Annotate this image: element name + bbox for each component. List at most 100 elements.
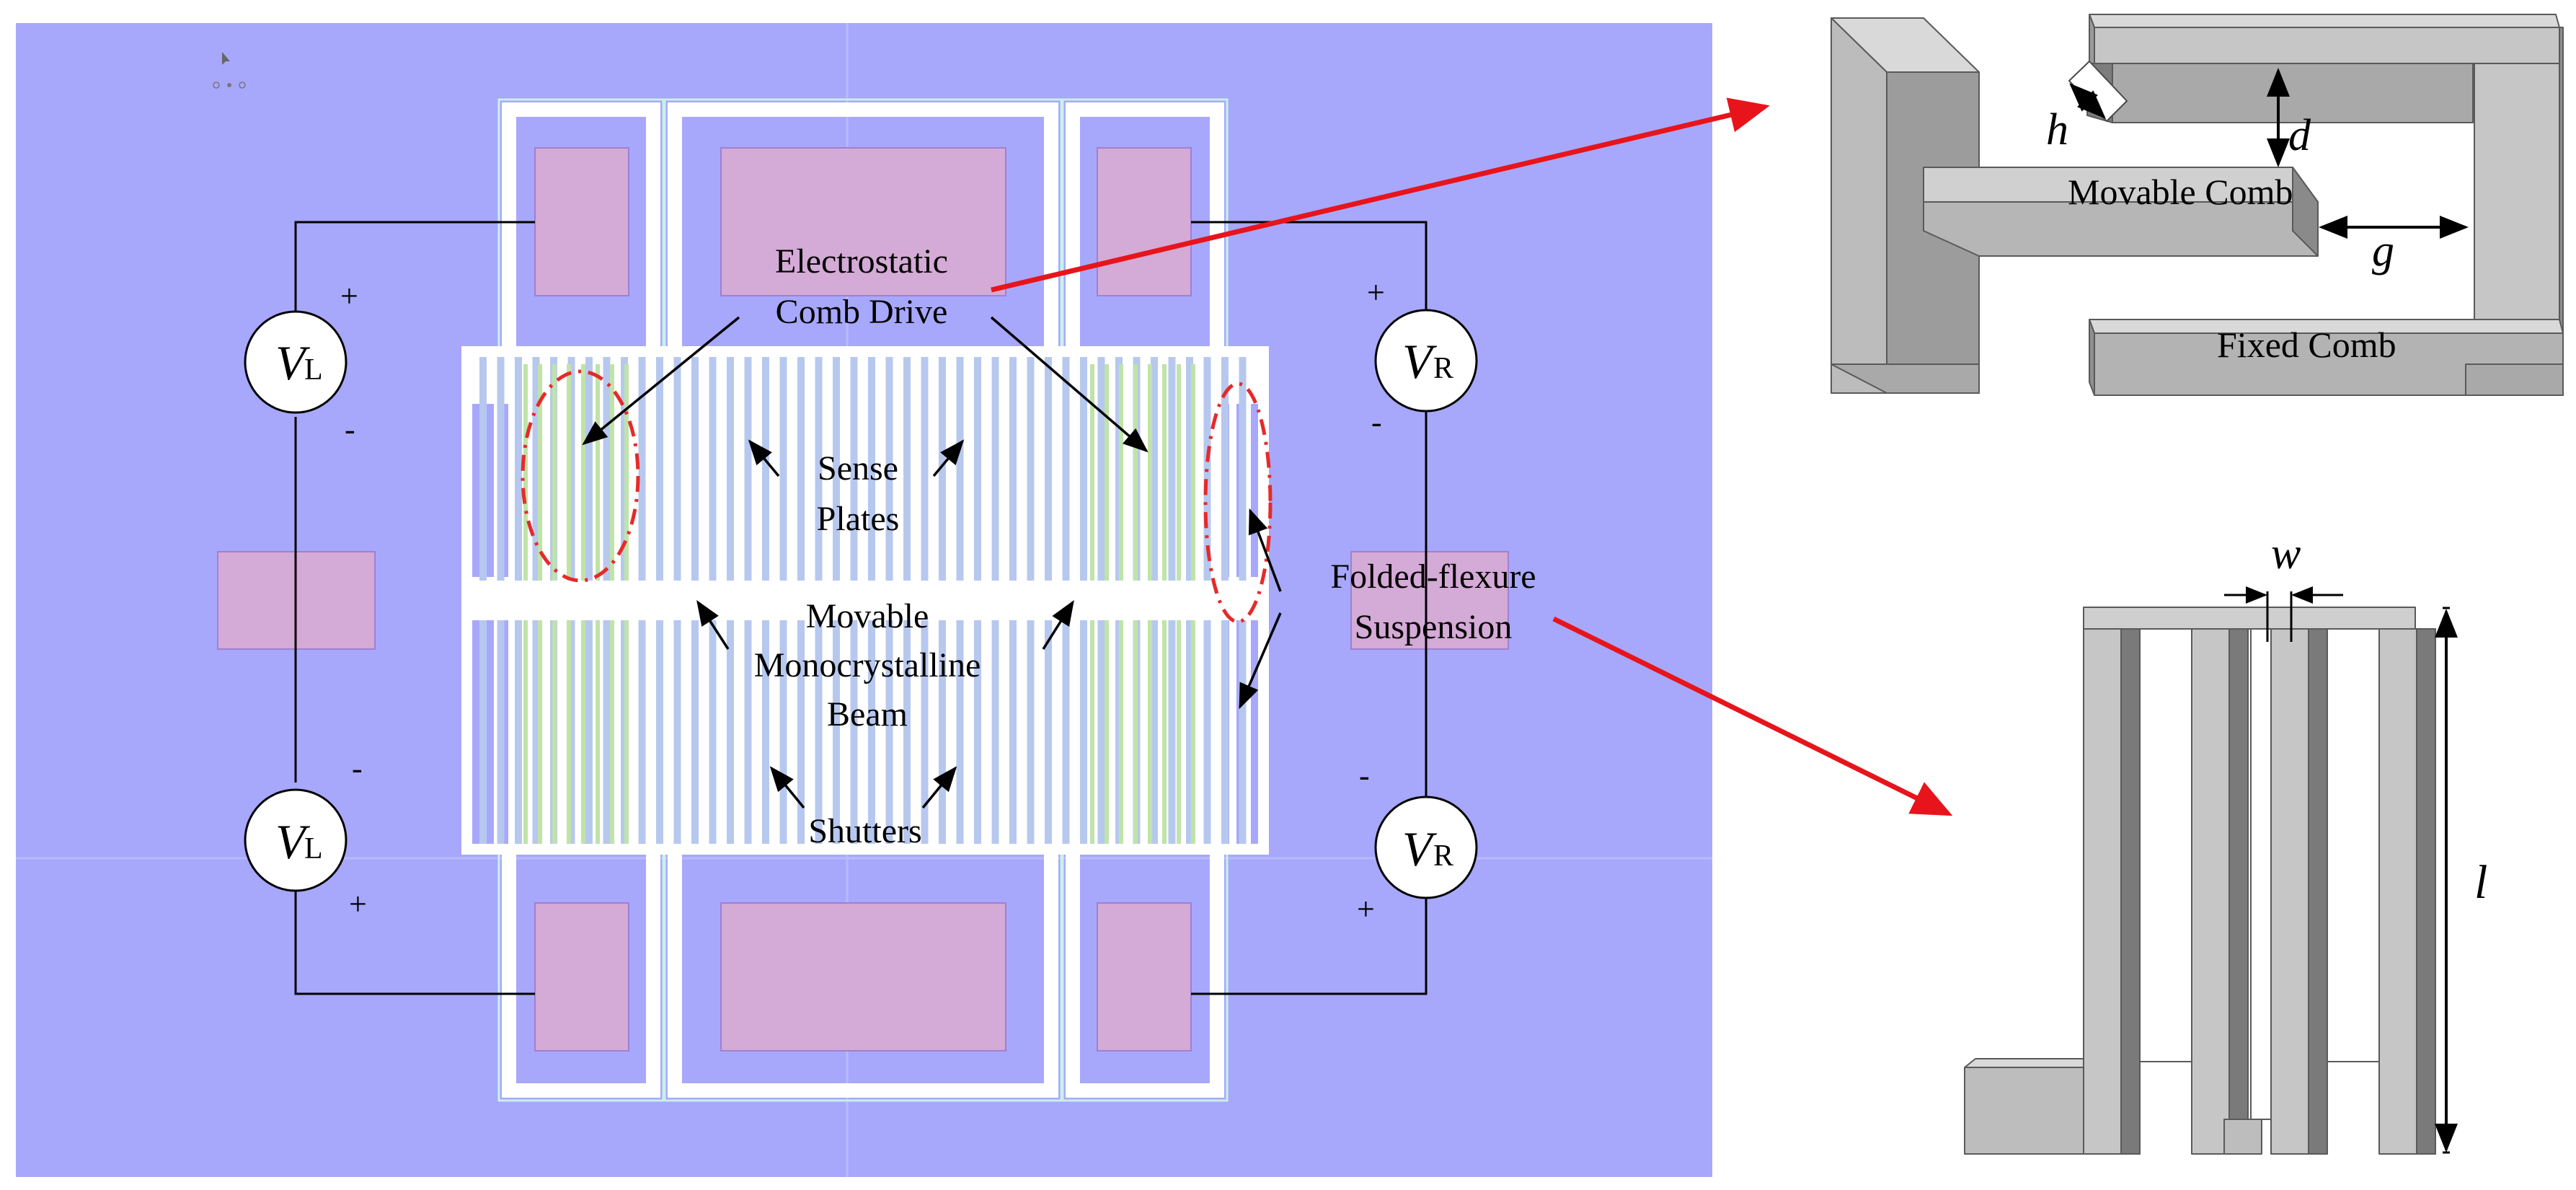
- comb-drive-finger: [538, 620, 542, 844]
- svg-text:R: R: [1433, 839, 1453, 873]
- finger: [567, 357, 575, 581]
- finger: [762, 357, 769, 581]
- comb-drive-finger: [1162, 364, 1167, 581]
- finger: [673, 620, 681, 844]
- comb-drive-finger: [1090, 620, 1094, 844]
- comb-drive-finger: [1177, 364, 1181, 581]
- finger: [939, 620, 946, 844]
- comb-drive-finger: [610, 620, 614, 844]
- comb-drive-finger: [567, 620, 571, 844]
- dim-w-label: w: [2271, 529, 2301, 578]
- comb-drive-finger: [552, 364, 557, 581]
- svg-text:V: V: [1402, 334, 1438, 389]
- comb-drive-finger: [624, 364, 629, 581]
- finger: [479, 357, 487, 581]
- finger: [1097, 620, 1105, 844]
- finger: [515, 357, 522, 581]
- svg-text:-: -: [1359, 758, 1370, 793]
- comb-drive-finger: [523, 620, 528, 844]
- finger: [956, 620, 964, 844]
- comb-drive-finger: [1148, 364, 1152, 581]
- cursor-icon: [213, 52, 246, 89]
- finger: [779, 357, 787, 581]
- finger: [797, 357, 805, 581]
- finger: [1080, 357, 1087, 581]
- finger: [815, 357, 823, 581]
- pad: [1097, 147, 1192, 296]
- pad: [1097, 902, 1192, 1052]
- comb-drive-highlight: [521, 369, 640, 583]
- finger: [1168, 620, 1176, 844]
- svg-text:-: -: [352, 751, 363, 786]
- finger: [603, 620, 611, 844]
- finger: [1009, 357, 1017, 581]
- layout-annotations: Electrostatic Comb Drive Sense Plates Mo…: [754, 242, 1536, 850]
- finger: [1239, 357, 1247, 581]
- movable-comb-label: Movable Comb: [2068, 172, 2293, 212]
- svg-text:+: +: [1367, 275, 1385, 310]
- voltage-source-left-top: V L + -: [244, 278, 358, 447]
- flexure-leg-shadow: [2228, 628, 2249, 1155]
- dim-l-label: l: [2474, 856, 2487, 909]
- voltage-source-left-bottom: V L - +: [244, 751, 367, 922]
- dim-d-label: d: [2288, 111, 2311, 160]
- finger: [885, 357, 893, 581]
- comb-drive-finger: [1191, 364, 1195, 581]
- flexure-leg-shadow: [2120, 628, 2141, 1155]
- finger: [974, 357, 981, 581]
- comb-drive-finger: [538, 364, 542, 581]
- finger: [673, 357, 681, 581]
- finger: [1045, 357, 1052, 581]
- central-beam: [461, 588, 1269, 611]
- finger: [727, 620, 734, 844]
- finger: [885, 620, 893, 844]
- finger: [1151, 357, 1158, 581]
- finger: [779, 620, 787, 844]
- comb-drive-finger: [552, 620, 557, 844]
- finger: [515, 620, 522, 844]
- comb-drive-finger: [1191, 620, 1195, 844]
- finger: [850, 357, 858, 581]
- finger: [656, 357, 663, 581]
- finger: [921, 620, 929, 844]
- sense-plates-label-2: Plates: [817, 500, 900, 538]
- pad: [534, 902, 629, 1052]
- finger: [1062, 357, 1070, 581]
- svg-text:R: R: [1433, 352, 1453, 385]
- finger: [638, 357, 646, 581]
- flexure-label-2: Suspension: [1355, 608, 1513, 646]
- finger: [850, 620, 858, 844]
- finger: [991, 357, 999, 581]
- comb-drive-finger: [596, 620, 600, 844]
- finger: [585, 357, 593, 581]
- finger: [709, 357, 717, 581]
- finger: [691, 357, 699, 581]
- dim-g-label: g: [2372, 226, 2394, 276]
- finger: [1239, 620, 1247, 844]
- flexure-highlight: [1203, 382, 1272, 624]
- finger: [603, 357, 611, 581]
- finger: [1186, 620, 1193, 844]
- callout-arrows: [991, 97, 1953, 816]
- svg-text:V: V: [275, 814, 311, 869]
- pad: [720, 147, 1006, 296]
- finger: [691, 620, 699, 844]
- finger: [1151, 620, 1158, 844]
- finger: [762, 620, 769, 844]
- shutters-label: Shutters: [808, 812, 921, 850]
- flexure-detail: [1964, 607, 2436, 1155]
- finger: [727, 357, 734, 581]
- svg-text:V: V: [275, 335, 311, 390]
- svg-text:+: +: [340, 278, 358, 314]
- svg-text:+: +: [1357, 891, 1375, 927]
- svg-text:L: L: [304, 353, 323, 387]
- flexure-leg-shadow: [2308, 628, 2328, 1155]
- finger: [921, 357, 929, 581]
- comb-drive-finger: [1177, 620, 1181, 844]
- finger: [479, 620, 487, 844]
- comb-drive-finger: [1148, 620, 1152, 844]
- flexure-leg-shadow: [2416, 628, 2436, 1155]
- dim-h-label: h: [2046, 105, 2068, 154]
- finger: [868, 620, 875, 844]
- finger: [903, 357, 911, 581]
